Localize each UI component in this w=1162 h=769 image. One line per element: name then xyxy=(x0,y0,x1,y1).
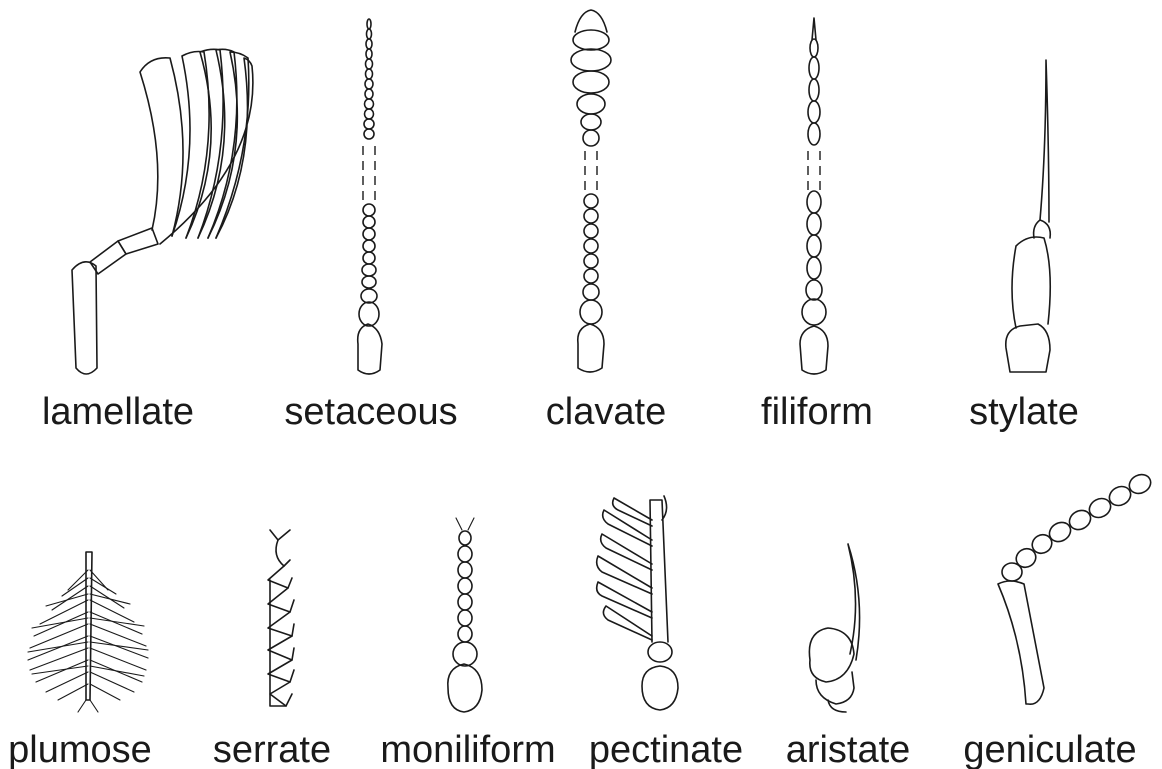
label-moniliform: moniliform xyxy=(380,729,555,769)
label-plumose: plumose xyxy=(8,729,152,769)
label-clavate: clavate xyxy=(546,391,666,433)
moniliform-antenna xyxy=(448,518,482,712)
serrate-antenna xyxy=(268,530,294,706)
clavate-antenna xyxy=(571,10,611,372)
filiform-antenna xyxy=(800,18,828,374)
stylate-antenna xyxy=(1006,60,1051,372)
label-filiform: filiform xyxy=(761,391,873,433)
plumose-antenna xyxy=(28,552,148,712)
label-serrate: serrate xyxy=(213,729,331,769)
setaceous-antenna xyxy=(358,19,382,374)
label-geniculate: geniculate xyxy=(963,729,1136,769)
lamellate-antenna xyxy=(72,49,253,374)
label-stylate: stylate xyxy=(969,391,1079,433)
aristate-antenna xyxy=(809,544,859,712)
label-lamellate: lamellate xyxy=(42,391,194,433)
label-setaceous: setaceous xyxy=(284,391,457,433)
label-aristate: aristate xyxy=(786,729,911,769)
label-pectinate: pectinate xyxy=(589,729,743,769)
geniculate-antenna xyxy=(998,471,1154,704)
pectinate-antenna xyxy=(597,496,678,710)
